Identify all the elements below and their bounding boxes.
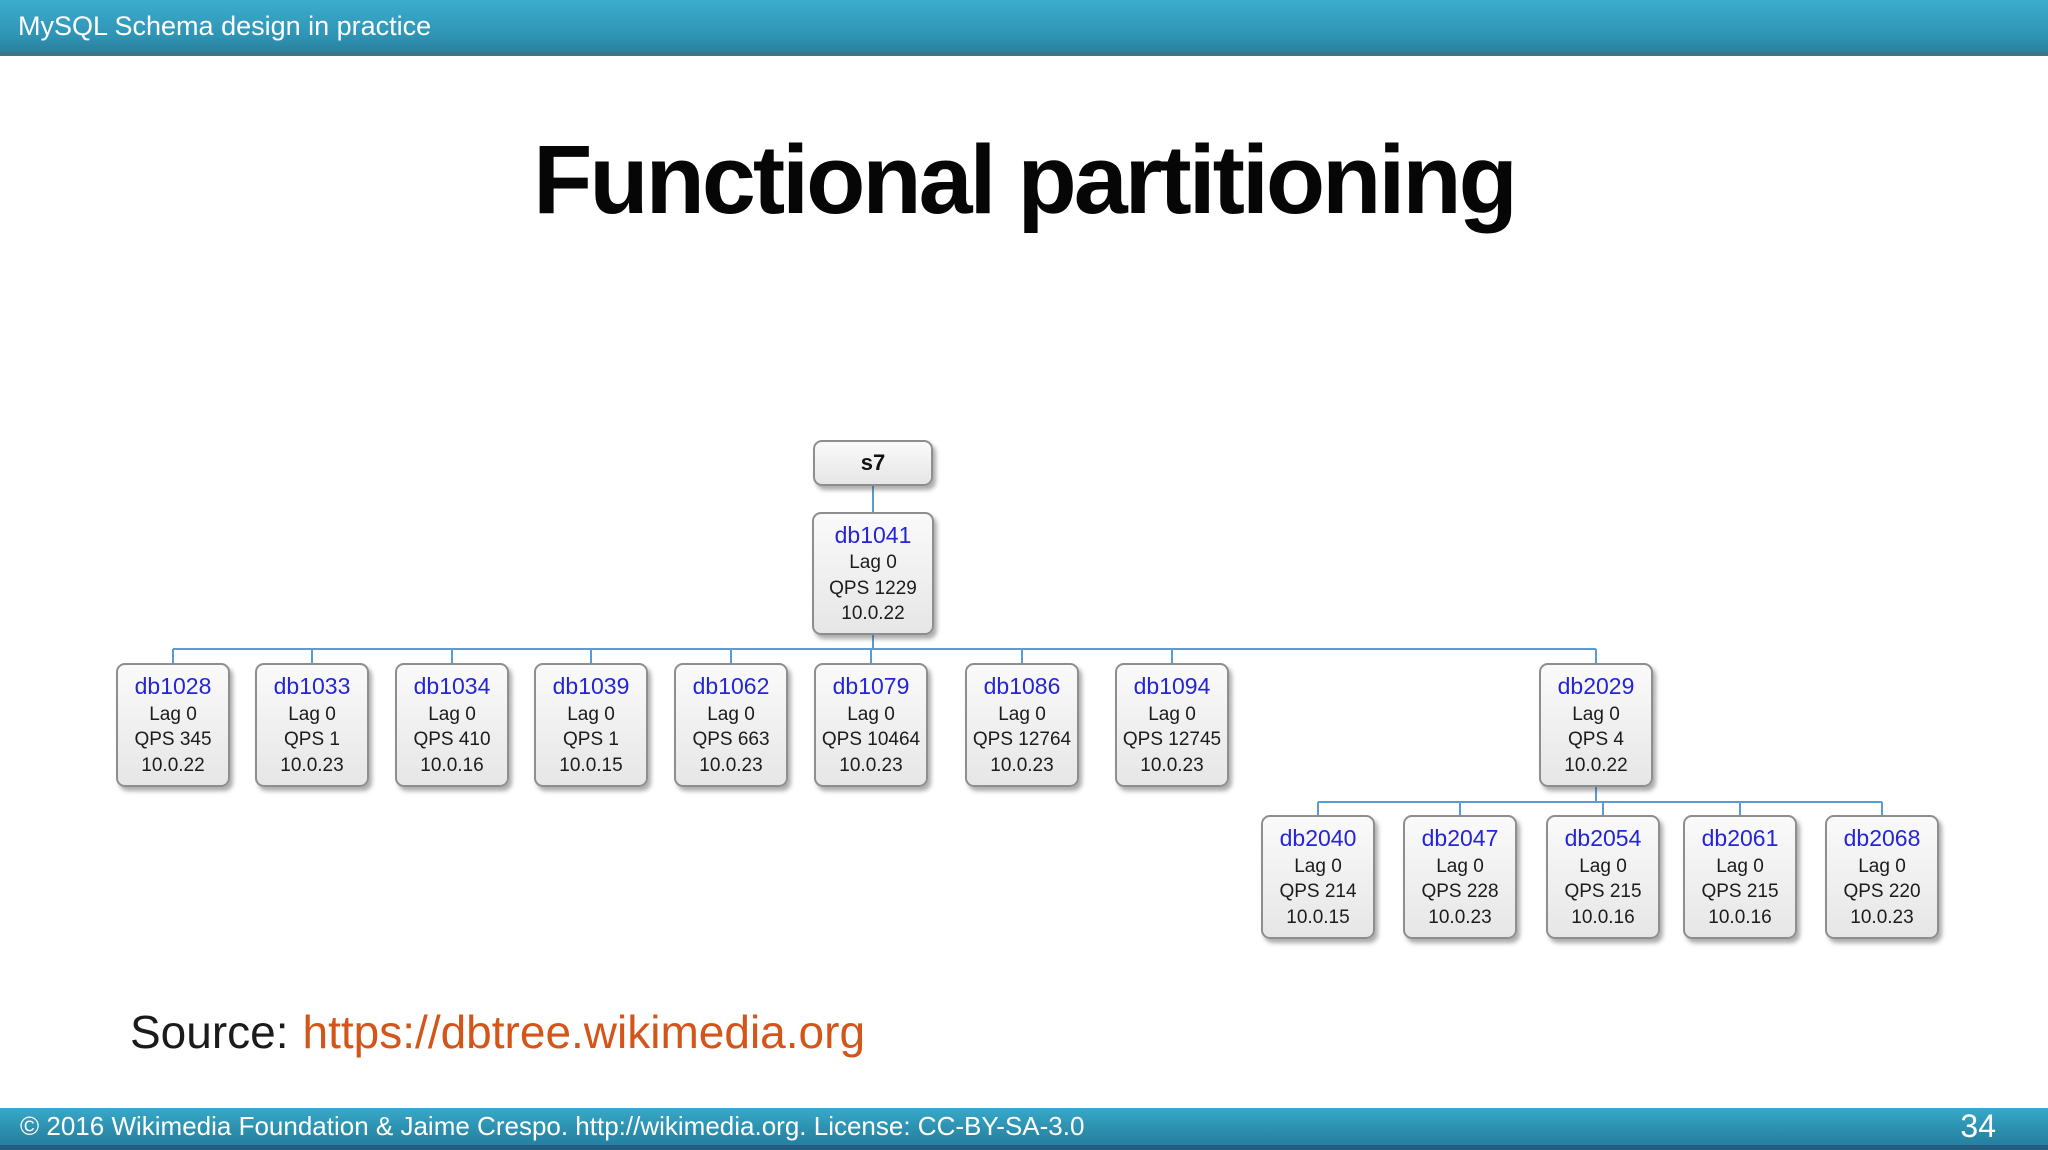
tree-node-db2068: db2068 Lag 0 QPS 220 10.0.23 (1825, 815, 1939, 939)
db-node-link[interactable]: db1062 (692, 673, 770, 700)
node-ip: 10.0.22 (141, 754, 205, 776)
node-qps: QPS 215 (1564, 881, 1642, 903)
db-node-link[interactable]: db1033 (273, 673, 351, 700)
node-ip: 10.0.23 (1428, 906, 1492, 928)
tree-node-db1028: db1028 Lag 0 QPS 345 10.0.22 (116, 663, 230, 787)
tree-node-db2047: db2047 Lag 0 QPS 228 10.0.23 (1403, 815, 1517, 939)
db-node-link[interactable]: db1028 (134, 673, 212, 700)
node-lag: Lag 0 (567, 703, 615, 725)
tree-node-db1086: db1086 Lag 0 QPS 12764 10.0.23 (965, 663, 1079, 787)
node-lag: Lag 0 (998, 703, 1046, 725)
tree-node-db2040: db2040 Lag 0 QPS 214 10.0.15 (1261, 815, 1375, 939)
node-ip: 10.0.23 (280, 754, 344, 776)
db-node-link[interactable]: db2040 (1279, 825, 1357, 852)
node-ip: 10.0.23 (699, 754, 763, 776)
node-lag: Lag 0 (1579, 855, 1627, 877)
tree-node-db1034: db1034 Lag 0 QPS 410 10.0.16 (395, 663, 509, 787)
db-node-link[interactable]: db2068 (1843, 825, 1921, 852)
node-lag: Lag 0 (149, 703, 197, 725)
node-qps: QPS 220 (1843, 881, 1921, 903)
db-node-link[interactable]: db1039 (552, 673, 630, 700)
node-name: s7 (860, 450, 886, 475)
tree-node-s7: s7 (813, 440, 933, 486)
source-label: Source: (130, 1006, 289, 1058)
db-node-link[interactable]: db1041 (834, 522, 912, 549)
node-ip: 10.0.16 (1571, 906, 1635, 928)
node-qps: QPS 214 (1279, 881, 1357, 903)
node-lag: Lag 0 (1858, 855, 1906, 877)
node-lag: Lag 0 (849, 552, 897, 574)
node-qps: QPS 12745 (1122, 729, 1222, 751)
tree-node-db1033: db1033 Lag 0 QPS 1 10.0.23 (255, 663, 369, 787)
db-node-link[interactable]: db1086 (983, 673, 1061, 700)
node-qps: QPS 12764 (972, 729, 1072, 751)
node-ip: 10.0.23 (839, 754, 903, 776)
node-qps: QPS 215 (1701, 881, 1779, 903)
db-node-link[interactable]: db1079 (832, 673, 910, 700)
slide-title: Functional partitioning (533, 125, 1518, 234)
node-lag: Lag 0 (1572, 703, 1620, 725)
node-qps: QPS 345 (134, 729, 212, 751)
node-qps: QPS 4 (1568, 729, 1624, 751)
node-qps: QPS 1 (563, 729, 619, 751)
tree-node-db1039: db1039 Lag 0 QPS 1 10.0.15 (534, 663, 648, 787)
db-node-link[interactable]: db2054 (1564, 825, 1642, 852)
tree-node-db2061: db2061 Lag 0 QPS 215 10.0.16 (1683, 815, 1797, 939)
node-lag: Lag 0 (847, 703, 895, 725)
node-lag: Lag 0 (1436, 855, 1484, 877)
footer-bar: © 2016 Wikimedia Foundation & Jaime Cres… (0, 1108, 2048, 1150)
tree-node-db2029: db2029 Lag 0 QPS 4 10.0.22 (1539, 663, 1653, 787)
db-node-link[interactable]: db2029 (1557, 673, 1635, 700)
tree-node-db1041: db1041 Lag 0 QPS 1229 10.0.22 (812, 512, 934, 635)
node-lag: Lag 0 (707, 703, 755, 725)
node-ip: 10.0.23 (990, 754, 1054, 776)
source-url-link[interactable]: https://dbtree.wikimedia.org (302, 1006, 866, 1058)
node-lag: Lag 0 (288, 703, 336, 725)
db-node-link[interactable]: db1094 (1133, 673, 1211, 700)
node-ip: 10.0.16 (1708, 906, 1772, 928)
node-ip: 10.0.22 (841, 602, 905, 624)
node-ip: 10.0.16 (420, 754, 484, 776)
tree-node-db2054: db2054 Lag 0 QPS 215 10.0.16 (1546, 815, 1660, 939)
node-qps: QPS 663 (692, 729, 770, 751)
node-lag: Lag 0 (1716, 855, 1764, 877)
db-node-link[interactable]: db1034 (413, 673, 491, 700)
node-lag: Lag 0 (1294, 855, 1342, 877)
tree-node-db1062: db1062 Lag 0 QPS 663 10.0.23 (674, 663, 788, 787)
presentation-title: MySQL Schema design in practice (18, 10, 432, 41)
node-ip: 10.0.15 (559, 754, 623, 776)
node-ip: 10.0.15 (1286, 906, 1350, 928)
node-ip: 10.0.23 (1140, 754, 1204, 776)
db-node-link[interactable]: db2047 (1421, 825, 1499, 852)
node-qps: QPS 228 (1421, 881, 1499, 903)
tree-node-db1079: db1079 Lag 0 QPS 10464 10.0.23 (814, 663, 928, 787)
footer-copyright: © 2016 Wikimedia Foundation & Jaime Cres… (20, 1111, 1085, 1141)
node-ip: 10.0.23 (1850, 906, 1914, 928)
node-qps: QPS 1229 (829, 577, 917, 599)
tree-node-db1094: db1094 Lag 0 QPS 12745 10.0.23 (1115, 663, 1229, 787)
node-lag: Lag 0 (1148, 703, 1196, 725)
node-qps: QPS 10464 (821, 729, 921, 751)
node-qps: QPS 410 (413, 729, 491, 751)
db-node-link[interactable]: db2061 (1701, 825, 1779, 852)
node-lag: Lag 0 (428, 703, 476, 725)
node-ip: 10.0.22 (1564, 754, 1628, 776)
top-bar: MySQL Schema design in practice (0, 0, 2048, 56)
source-row: Source:https://dbtree.wikimedia.org (130, 1005, 865, 1059)
node-qps: QPS 1 (284, 729, 340, 751)
page-number: 34 (1960, 1108, 1996, 1144)
